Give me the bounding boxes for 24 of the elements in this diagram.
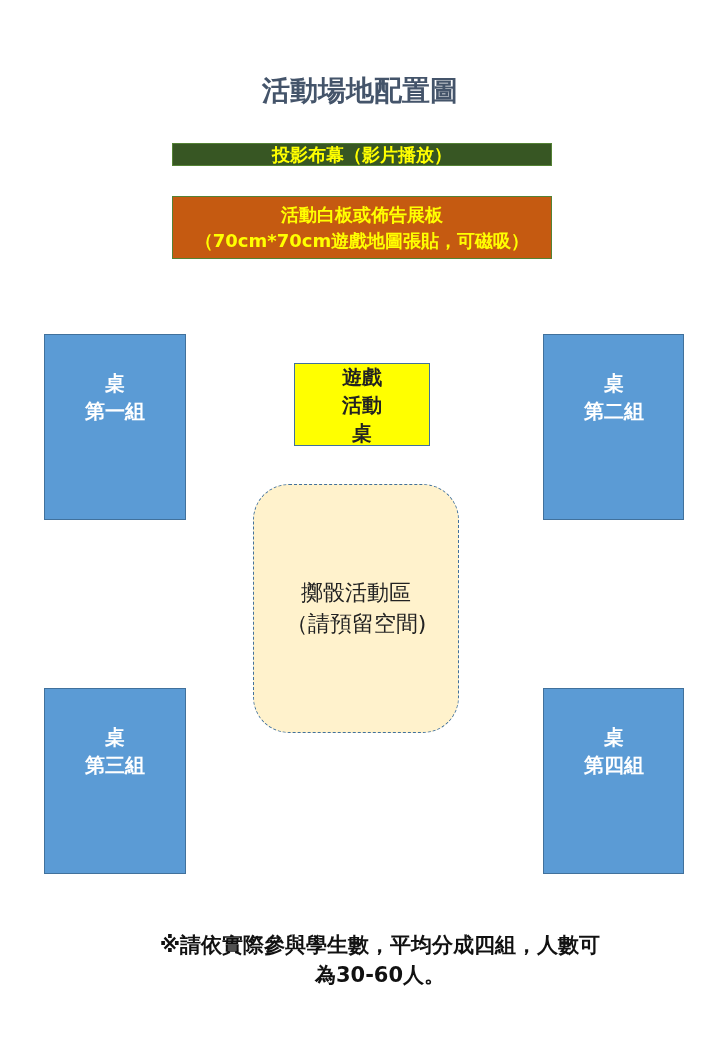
node-text: 投影布幕（影片播放） bbox=[272, 142, 452, 167]
note-text: ※請依實際參與學生數，平均分成四組，人數可為30-60人。 bbox=[158, 932, 602, 989]
diagram-title: 活動場地配置圖 bbox=[261, 73, 459, 109]
node-text: 桌 bbox=[105, 370, 125, 397]
node-text: 活動白板或佈告展板 bbox=[281, 203, 443, 228]
node-text: （70cm*70cm遊戲地圖張貼，可磁吸） bbox=[194, 228, 530, 253]
group-table bbox=[543, 334, 684, 520]
group-table bbox=[44, 688, 186, 874]
node-text: 第一組 bbox=[85, 398, 145, 425]
group-table bbox=[543, 688, 684, 874]
game-table bbox=[294, 363, 430, 446]
whiteboard bbox=[172, 196, 552, 259]
node-text: （請預留空間) bbox=[285, 609, 427, 638]
node-text: 擲骰活動區 bbox=[301, 578, 411, 607]
node-text: 桌 bbox=[105, 724, 125, 751]
node-text: 第二組 bbox=[583, 398, 644, 425]
node-text: 遊戲活動桌 bbox=[341, 363, 383, 447]
node-text: 桌 bbox=[603, 724, 624, 751]
node-text: 第四組 bbox=[583, 752, 644, 779]
group-table bbox=[44, 334, 186, 520]
dice-area bbox=[253, 484, 459, 733]
projection-screen bbox=[172, 143, 552, 166]
node-text: 桌 bbox=[603, 370, 624, 397]
node-text: 第三組 bbox=[85, 752, 145, 779]
